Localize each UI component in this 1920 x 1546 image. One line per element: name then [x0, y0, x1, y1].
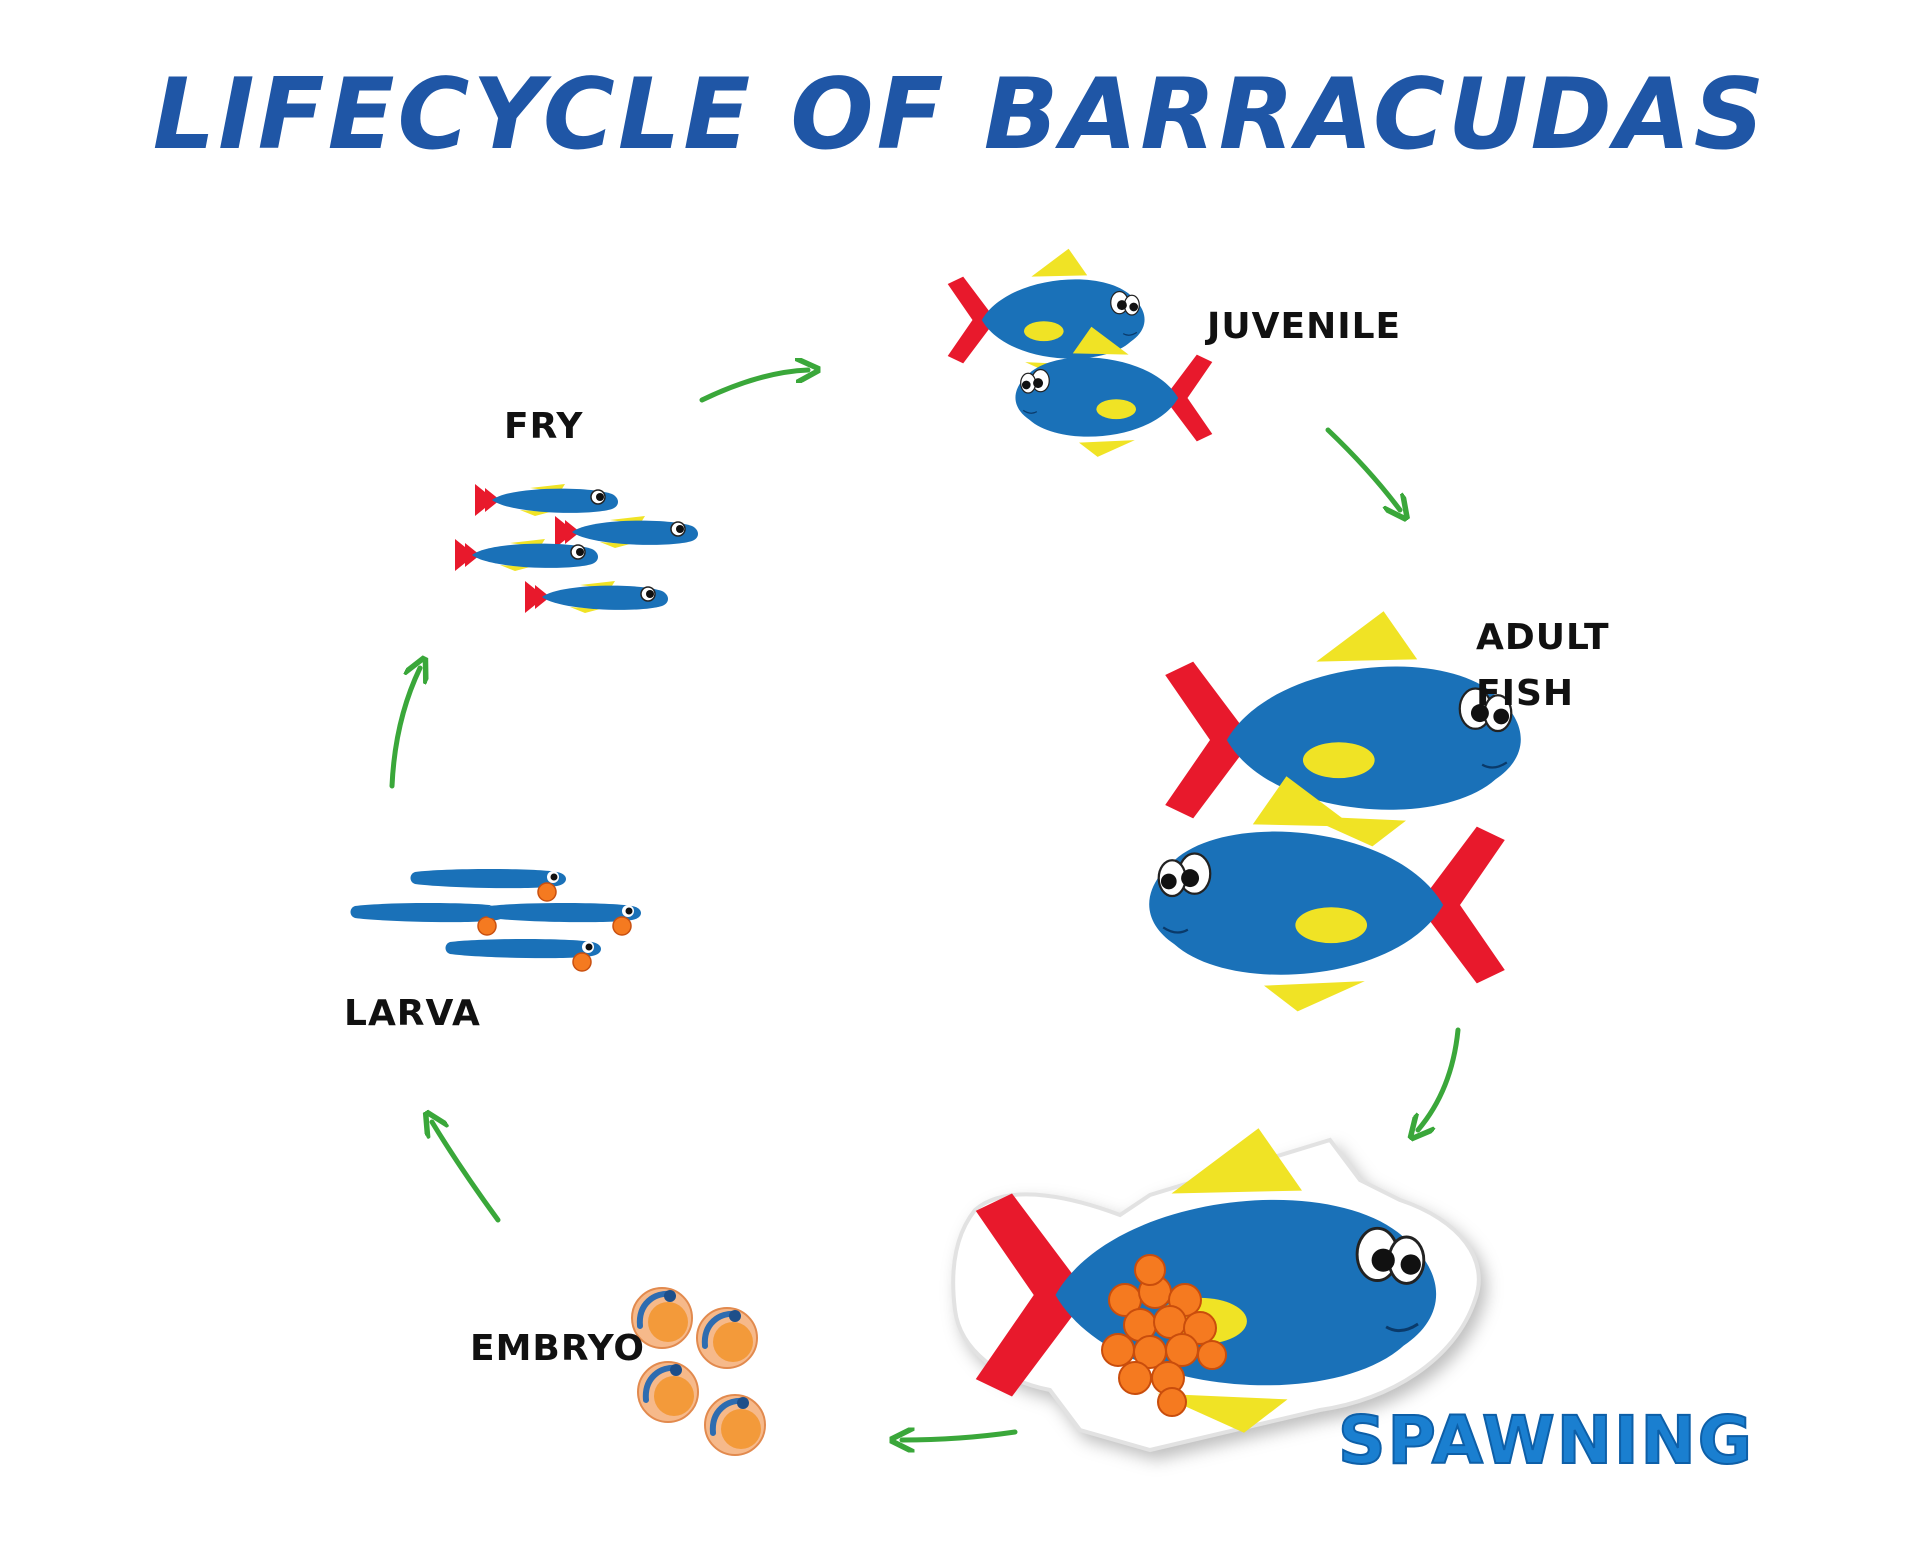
stage-label-larva: LARVA [344, 993, 481, 1034]
larva-illustration [349, 868, 642, 972]
stage-label-spawning: SPAWNING [1337, 1401, 1754, 1480]
diagram-title: LIFECYCLE OF BARRACUDAS [152, 58, 1768, 172]
adult-fish-illustration [1148, 610, 1522, 1013]
arrow-larva-to-fry [389, 668, 420, 789]
stage-label-adult-line2: FISH [1476, 673, 1575, 714]
spawning-fish-illustration [951, 1126, 1481, 1453]
arrow-embryo-to-larva [432, 1122, 501, 1223]
arrow-adult-to-spawning [1418, 1027, 1461, 1130]
juvenile-fish-illustration [947, 248, 1213, 458]
stage-label-adult-line1: ADULT [1476, 617, 1610, 658]
arrow-fry-to-juvenile [699, 370, 808, 403]
embryo-eggs-illustration [632, 1288, 765, 1455]
stage-label-embryo: EMBRYO [470, 1328, 645, 1369]
arrow-juvenile-to-adult [1325, 427, 1400, 510]
fry-illustration [454, 483, 699, 614]
roe-cluster [1101, 1254, 1227, 1417]
cycle-arrows [389, 370, 1461, 1440]
stage-label-juvenile: JUVENILE [1207, 306, 1402, 347]
stage-label-fry: FRY [504, 406, 584, 447]
arrow-spawning-to-embryo [902, 1432, 1018, 1440]
